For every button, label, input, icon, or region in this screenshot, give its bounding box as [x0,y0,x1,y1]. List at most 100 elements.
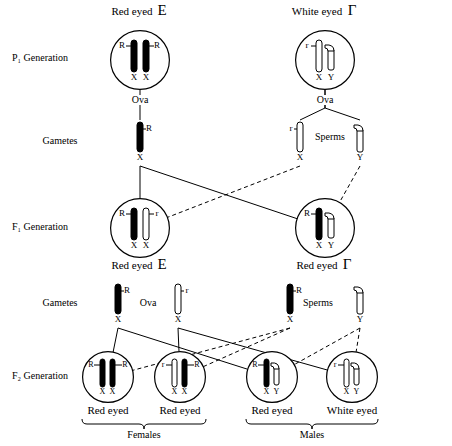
allele-label: X [182,388,188,396]
stage-label: P₁ Generation [12,53,68,63]
cell-circle-outline [296,31,355,90]
gene-locus-tick [311,46,316,47]
y-chromosome-hook [351,363,359,369]
allele-label: X [110,388,116,396]
y-chromosome-hook [354,287,363,293]
allele-label: X [131,241,138,250]
gamete-chromosome: Y [347,120,373,166]
allele-label: Y [357,153,364,162]
stage-label: Ova [140,298,157,308]
phenotype-heading: Red eyed [87,405,128,416]
allele-label: Y [354,388,360,396]
phenotype-heading: Red eyed [251,405,292,416]
sex-symbol: E [157,257,166,272]
allele-label: R [122,361,127,369]
ovum-inheritance-line [113,328,118,352]
cell-circle-outline [83,352,134,403]
allele-label: X [287,315,294,324]
allele-label: X [100,388,106,396]
gene-locus-tick [258,365,264,366]
allele-label: X [115,315,122,324]
stage-label: Ova [131,95,150,105]
allele-label: X [297,153,304,162]
cell-outline [326,351,378,403]
cell-outline [154,351,206,403]
stage-label: Sperms [303,298,333,308]
cell-outline [295,30,355,90]
cell-circle-outline [247,352,298,403]
allele-label: R [296,286,302,295]
allele-label: R [194,361,199,369]
cell-circle-outline [111,31,170,90]
x-chromosome [316,208,322,240]
gene-locus-tick [294,129,297,130]
gamete-chromosome: RX [277,282,303,328]
cell-circle: rXYWhite eyed [326,351,378,403]
sex-symbol: E [157,3,166,18]
y-chromosome [328,217,334,238]
allele-label: X [175,315,182,324]
brace [246,419,378,429]
x-chromosome [100,359,105,387]
ovum-inheritance-line [140,166,141,199]
cell-circle: White eyedΓrXY [295,30,355,90]
x-chromosome [115,284,121,314]
sex-symbol: Γ [348,3,357,18]
x-chromosome [175,284,181,314]
x-chromosome [316,40,322,72]
gene-locus-tick [126,214,131,215]
cell-circle-outline [111,199,170,258]
stage-label: Ova [316,95,335,105]
allele-label: r [156,209,159,218]
cell-outline [246,351,298,403]
allele-label: X [264,388,270,396]
cell-circle-outline [296,199,355,258]
stage-label: Gametes [43,136,78,146]
phenotype-heading: Red eyed [111,6,152,17]
gene-locus-tick [187,365,194,366]
phenotype-heading: Red eyed [296,260,337,271]
gene-locus-tick [94,365,100,366]
cell-outline [295,198,355,258]
allele-label: X [344,388,350,396]
allele-label: r [334,361,337,369]
phenotype-heading: Red eyed [111,260,152,271]
x-chromosome [131,40,137,72]
cell-circle: rRXXRed eyed [154,351,206,403]
sperm-inheritance-line [340,166,361,202]
stage-label: F₂ Generation [12,371,68,381]
x-chromosome [172,359,177,387]
cell-outline [110,30,170,90]
y-chromosome-hook [325,213,334,219]
stage-label: F₁ Generation [12,222,68,232]
allele-label: R [146,124,152,133]
allele-label: X [316,241,323,250]
gene-locus-tick [149,214,154,215]
allele-label: R [252,361,257,369]
x-chromosome [143,40,149,72]
allele-label: X [137,153,144,162]
x-chromosome [110,359,115,387]
gene-locus-tick [166,365,172,366]
y-chromosome [357,129,363,152]
phenotype-heading: White eyed [327,405,377,416]
stage-label: Males [300,430,324,440]
gene-locus-tick [181,291,184,292]
y-chromosome-hook [354,125,363,131]
stage-label: Gametes [43,298,78,308]
allele-label: r [186,286,189,295]
cell-circle-outline [327,352,378,403]
stage-label: Sperms [315,132,345,142]
stage-label: Females [127,430,160,440]
cell-circle: Red eyedERRXX [110,30,170,90]
cell-circle-outline [155,352,206,403]
sperm-inheritance-line [356,328,360,352]
cell-circle: RRXXRed eyed [82,351,134,403]
x-chromosome [137,122,143,152]
allele-label: X [143,241,150,250]
allele-label: R [304,209,310,218]
y-chromosome [328,49,334,70]
y-chromosome [357,291,363,314]
allele-label: R [154,41,160,50]
phenotype-heading: White eyed [292,6,342,17]
